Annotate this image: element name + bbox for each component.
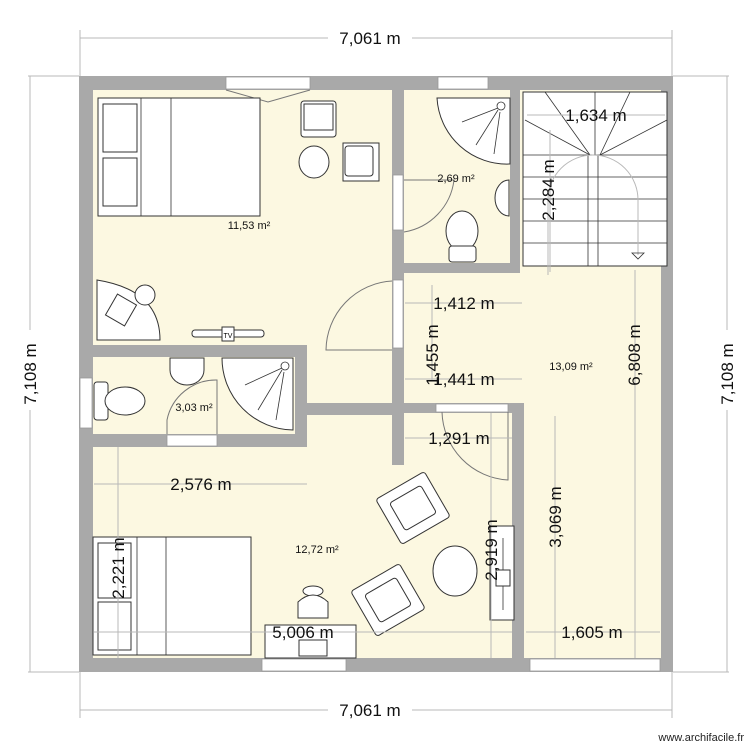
desk [264,624,357,659]
dim-stair-width: 1,634 m [565,106,626,125]
shower-2 [221,357,294,431]
tv-stand [489,525,515,621]
tv-label: TV [224,333,233,340]
armchair [300,100,337,138]
dimension-labels: 7,061 m 7,061 m 7,108 m 7,108 m 1,634 m … [20,28,737,720]
armchair-2 [351,564,425,636]
dim-hall-height: 1,455 m [423,324,442,385]
round-table [298,145,330,179]
windows [79,76,661,672]
area-bedroom-2: 12,72 m² [295,544,339,556]
round-table-2 [432,545,478,597]
area-labels: 11,53 m² 2,69 m² 13,09 m² 3,03 m² 12,72 … [175,173,593,556]
dim-top-width: 7,061 m [339,29,400,48]
dim-right-inner-height: 6,808 m [625,324,644,385]
tv-unit: TV [191,326,265,342]
dim-hall-width-mid: 1,441 m [433,370,494,389]
dim-room-height: 2,919 m [482,519,501,580]
watermark: www.archifacile.fr [657,732,744,744]
doors [166,89,509,481]
dim-corridor-width: 1,605 m [561,623,622,642]
dim-right-height: 7,108 m [718,343,737,404]
bed-1 [97,97,261,217]
office-chair [297,585,329,619]
dim-bottom-width: 7,061 m [339,701,400,720]
dim-stair-length: 2,284 m [539,159,558,220]
bed-2 [92,536,252,656]
area-bathroom-1: 2,69 m² [437,173,475,185]
dim-bath-width: 2,576 m [170,475,231,494]
staircase [522,91,668,275]
armchair-1 [376,472,450,544]
dim-passage-width: 1,291 m [428,429,489,448]
dim-corridor-height: 3,069 m [546,486,565,547]
dim-hall-width-top: 1,412 m [433,294,494,313]
toilet-1 [445,210,479,263]
sink-1 [494,179,510,217]
area-hall: 13,09 m² [549,361,593,373]
desk-corner [96,279,161,341]
dim-room-width: 5,006 m [272,623,333,642]
dim-bed-length: 2,221 m [109,537,128,598]
dim-left-height: 7,108 m [21,343,40,404]
toilet-2 [93,381,146,421]
area-bedroom-1: 11,53 m² [228,220,271,232]
area-bathroom-2: 3,03 m² [175,402,213,414]
chair [342,142,380,182]
sink-2 [169,357,205,386]
shower-1 [436,97,511,165]
